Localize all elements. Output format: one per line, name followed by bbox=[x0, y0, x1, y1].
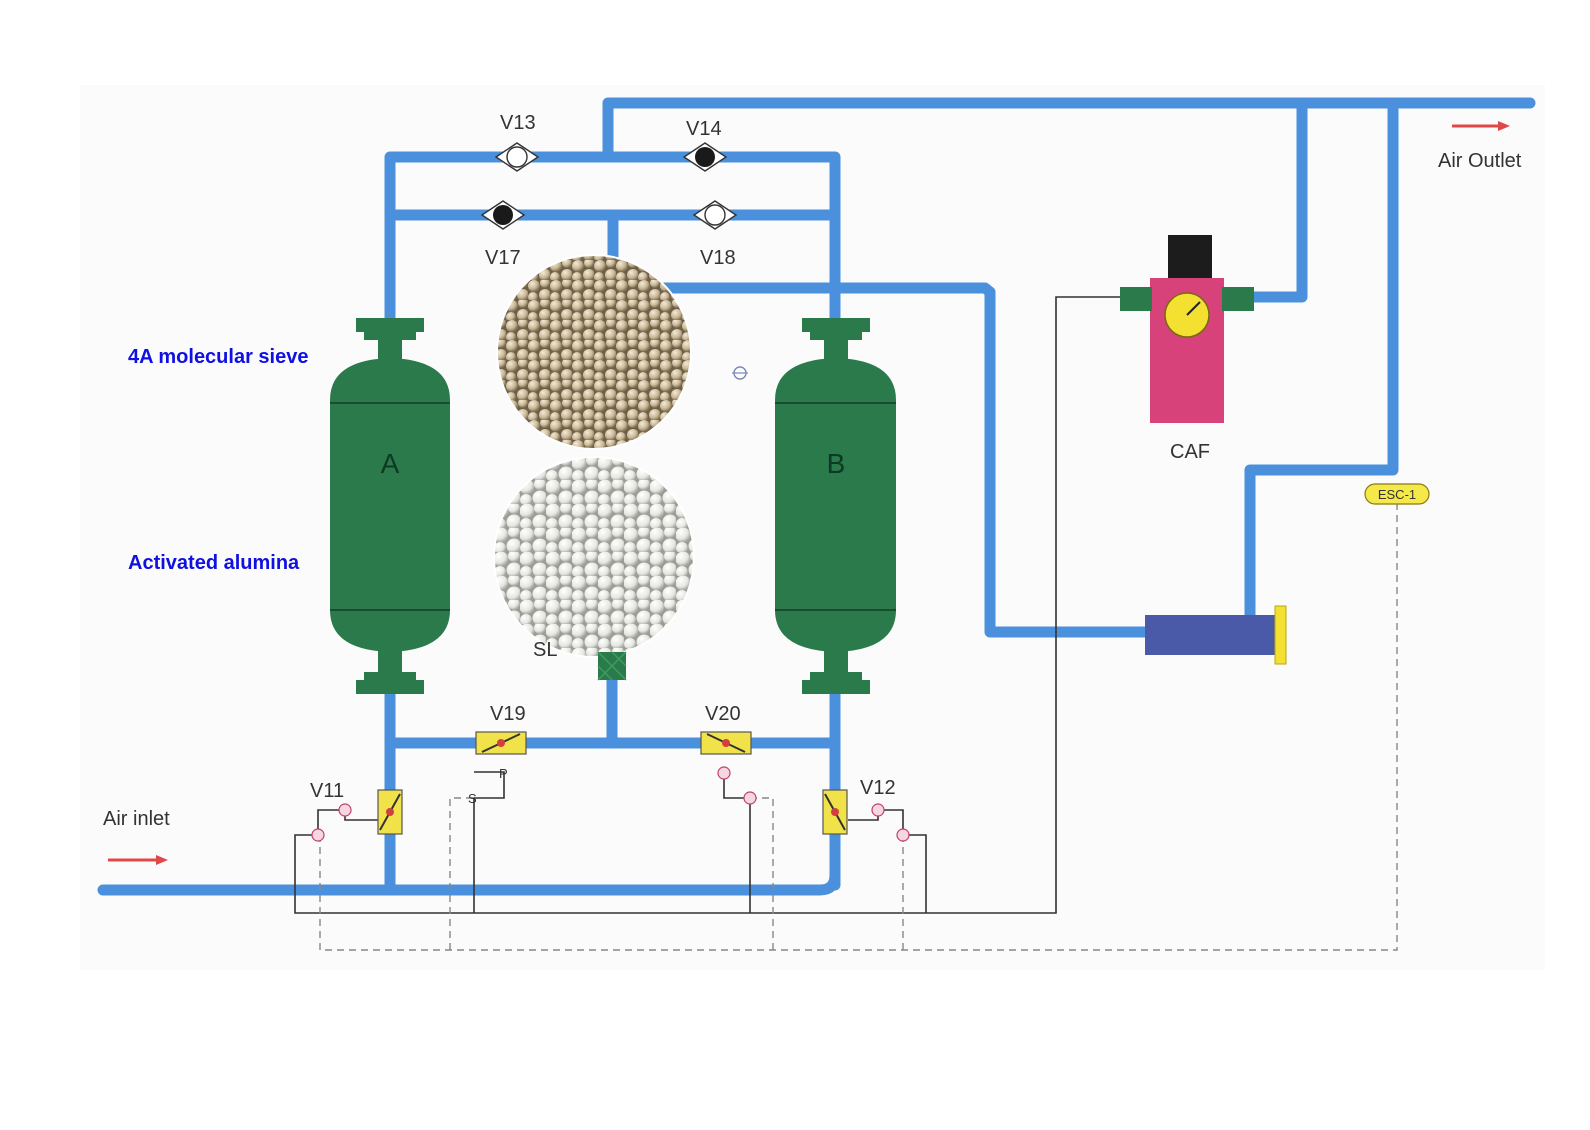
v20-label: V20 bbox=[705, 703, 741, 725]
molecular-sieve-label: 4A molecular sieve bbox=[128, 346, 308, 368]
sl-label: SL bbox=[533, 639, 557, 661]
vessel-b-label: B bbox=[827, 448, 846, 479]
pilot-v19-s: S bbox=[468, 791, 477, 806]
exhaust-muffler bbox=[1145, 605, 1287, 665]
vessel-a-label: A bbox=[381, 448, 400, 479]
air-inlet-arrow-icon bbox=[108, 855, 168, 865]
v13-label: V13 bbox=[500, 112, 536, 134]
valve-v14[interactable]: V14 bbox=[682, 118, 728, 172]
valve-v18[interactable]: V18 bbox=[692, 200, 738, 269]
v14-label: V14 bbox=[686, 118, 722, 140]
v17-label: V17 bbox=[485, 247, 521, 269]
pilot-v11 bbox=[311, 803, 352, 842]
valve-v17[interactable]: V17 bbox=[480, 200, 526, 269]
caf-filter-regulator: CAF bbox=[1120, 235, 1254, 463]
valve-v19[interactable]: V19 bbox=[475, 703, 527, 755]
activated-alumina-label: Activated alumina bbox=[128, 552, 300, 574]
pilot-v19: P S bbox=[468, 766, 508, 806]
caf-label: CAF bbox=[1170, 441, 1210, 463]
vessel-a: A bbox=[330, 318, 450, 694]
esc-label: ESC-1 bbox=[1378, 487, 1416, 502]
molecular-sieve-image bbox=[496, 254, 692, 450]
pipe-network bbox=[97, 97, 1536, 896]
activated-alumina-image bbox=[493, 456, 695, 658]
control-lines bbox=[294, 296, 1120, 914]
v18-label: V18 bbox=[700, 247, 736, 269]
valve-v11[interactable]: V11 bbox=[310, 780, 403, 835]
air-outlet-arrow-icon bbox=[1452, 121, 1510, 131]
small-mark-icon bbox=[732, 366, 748, 380]
air-outlet-label: Air Outlet bbox=[1438, 150, 1522, 172]
signal-lines bbox=[319, 503, 1398, 951]
v12-label: V12 bbox=[860, 777, 896, 799]
silencer-sl: SL bbox=[533, 639, 627, 681]
v19-label: V19 bbox=[490, 703, 526, 725]
vessel-b: B bbox=[775, 318, 896, 694]
pilot-v12 bbox=[871, 803, 910, 842]
valve-v20[interactable]: V20 bbox=[700, 703, 752, 755]
valve-v13[interactable]: V13 bbox=[494, 112, 540, 172]
pilot-v20 bbox=[717, 766, 757, 805]
air-inlet-label: Air inlet bbox=[103, 808, 170, 830]
esc-controller-tag: ESC-1 bbox=[1364, 483, 1430, 505]
v11-label: V11 bbox=[310, 780, 344, 802]
pilot-v19-p: P bbox=[499, 766, 508, 781]
valve-v12[interactable]: V12 bbox=[822, 777, 896, 835]
